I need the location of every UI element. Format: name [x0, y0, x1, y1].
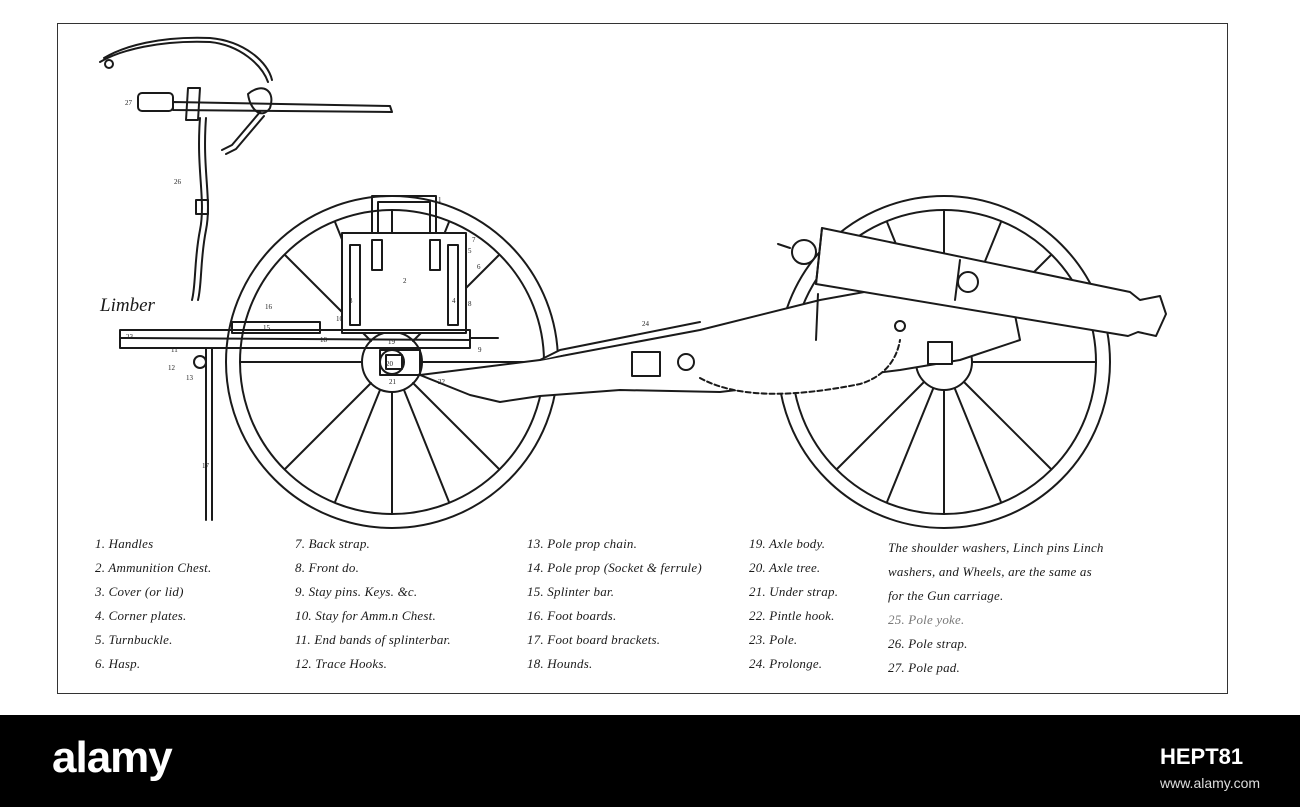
legend-item-4: 4. Corner plates.: [95, 608, 187, 623]
callout-12: 12: [168, 364, 175, 372]
site-url: www.alamy.com: [1160, 775, 1261, 791]
callout-24: 24: [642, 320, 649, 328]
cannon-barrel: [777, 227, 1167, 337]
callout-21: 21: [389, 378, 396, 386]
legend-item-11: 11. End bands of splinterbar.: [295, 632, 451, 647]
legend-item-16: 16. Foot boards.: [527, 608, 617, 623]
legend-item-14: 14. Pole prop (Socket & ferrule): [527, 560, 702, 575]
callout-2: 2: [403, 277, 407, 285]
image-id: HEPT81: [1160, 744, 1244, 769]
legend-item-17: 17. Foot board brackets.: [527, 632, 661, 647]
callout-26: 26: [174, 178, 181, 186]
callout-16: 16: [265, 303, 272, 311]
cannon-limber-illustration: [99, 36, 1167, 529]
legend-item-23: 23. Pole.: [749, 632, 798, 647]
alamy-logo: alamy: [52, 733, 173, 782]
legend-note-line-1: The shoulder washers, Linch pins Linch: [888, 540, 1104, 555]
legend-item-3: 3. Cover (or lid): [95, 584, 184, 599]
callout-5: 5: [468, 247, 472, 255]
callout-10: 10: [336, 315, 343, 323]
legend-item-19: 19. Axle body.: [749, 536, 826, 551]
legend-item-7: 7. Back strap.: [295, 536, 371, 551]
ammunition-chest: [341, 195, 467, 334]
legend-item-21: 21. Under strap.: [749, 584, 839, 599]
legend-item-26: 26. Pole strap.: [888, 636, 968, 651]
callout-9: 9: [478, 346, 482, 354]
callout-15: 15: [263, 324, 270, 332]
legend-item-27: 27. Pole pad.: [888, 660, 960, 675]
legend-item-2: 2. Ammunition Chest.: [95, 560, 212, 575]
callout-20: 20: [386, 360, 393, 368]
legend-item-18: 18. Hounds.: [527, 656, 593, 671]
callout-23: 23: [126, 333, 133, 341]
watermark-footer: [0, 715, 1300, 807]
legend-item-22: 22. Pintle hook.: [749, 608, 835, 623]
callout-8: 8: [468, 300, 472, 308]
gun-carriage-trail: [419, 281, 1021, 403]
legend-item-25: 25. Pole yoke.: [888, 612, 965, 627]
callout-3: 3: [349, 297, 353, 305]
callout-22: 22: [438, 378, 445, 386]
callout-17: 17: [202, 462, 209, 470]
callout-6: 6: [477, 263, 481, 271]
callout-18: 18: [320, 336, 327, 344]
limber-frame: [119, 321, 499, 521]
legend-item-6: 6. Hasp.: [95, 656, 141, 671]
legend-item-13: 13. Pole prop chain.: [527, 536, 638, 551]
callout-13: 13: [186, 374, 193, 382]
legend-note-line-3: for the Gun carriage.: [888, 588, 1004, 603]
legend-item-8: 8. Front do.: [295, 560, 360, 575]
legend-item-15: 15. Splinter bar.: [527, 584, 615, 599]
legend-item-1: 1. Handles: [95, 536, 154, 551]
legend-item-24: 24. Prolonge.: [749, 656, 823, 671]
legend-item-10: 10. Stay for Amm.n Chest.: [295, 608, 436, 623]
legend-note-line-2: washers, and Wheels, are the same as: [888, 564, 1092, 579]
callout-19: 19: [388, 338, 395, 346]
legend-item-12: 12. Trace Hooks.: [295, 656, 388, 671]
legend-item-5: 5. Turnbuckle.: [95, 632, 173, 647]
pole-yoke-detail: [99, 36, 393, 301]
callout-4: 4: [452, 297, 456, 305]
callout-7: 7: [472, 236, 476, 244]
legend-item-9: 9. Stay pins. Keys. &c.: [295, 584, 418, 599]
callout-1: 1: [438, 196, 442, 204]
limber-label: Limber: [100, 295, 155, 316]
legend-item-20: 20. Axle tree.: [749, 560, 821, 575]
callout-11: 11: [171, 346, 178, 354]
callout-27: 27: [125, 99, 132, 107]
